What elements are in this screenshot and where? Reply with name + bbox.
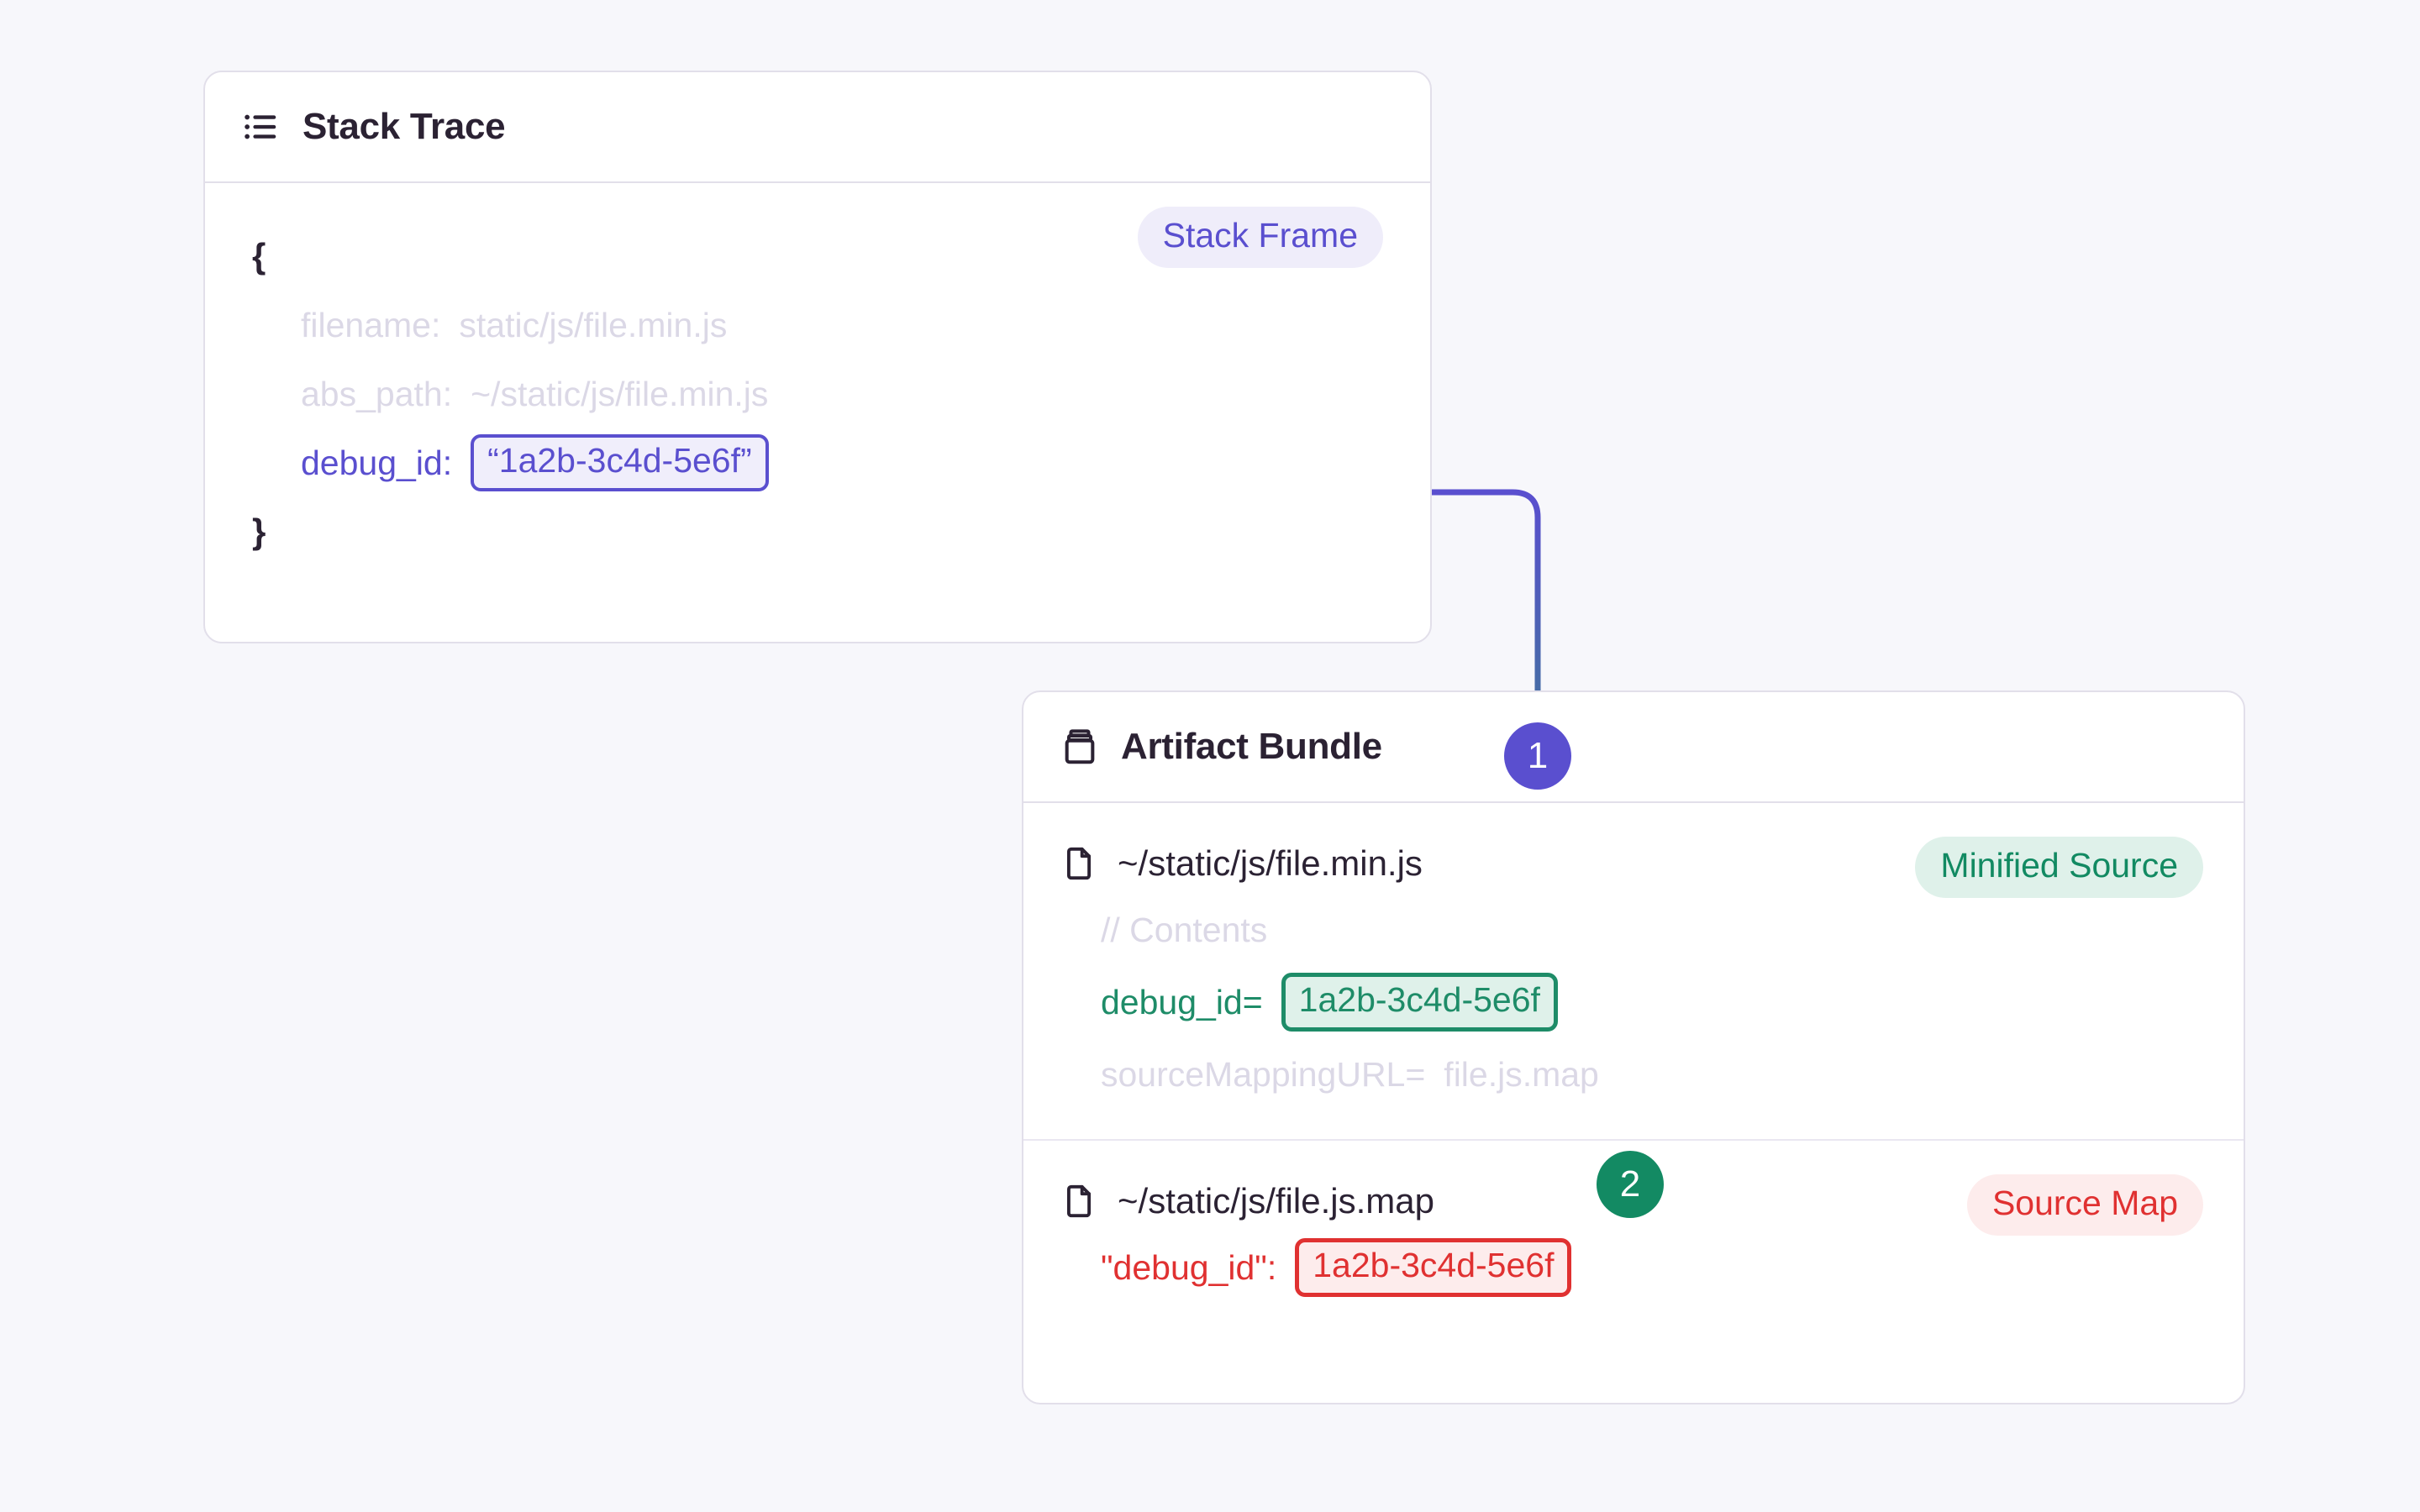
stack-trace-card: Stack Trace Stack Frame { filename: stat…	[203, 71, 1432, 643]
artifact-filename-js-map: ~/static/js/file.js.map	[1023, 1171, 2244, 1231]
artifact-filename-label: ~/static/js/file.min.js	[1118, 843, 1423, 883]
jar-icon	[1060, 727, 1099, 766]
file-icon	[1060, 1183, 1097, 1220]
bundle-line-debug-id-value: 1a2b-3c4d-5e6f	[1281, 973, 1558, 1032]
bundle-line-debug-id-key: debug_id=	[1101, 983, 1263, 1021]
artifact-bundle-card: Artifact Bundle Minified Source ~/static…	[1022, 690, 2245, 1404]
status-badge-stack-frame: Stack Frame	[1137, 207, 1383, 268]
step-badge-2: 2	[1597, 1151, 1664, 1218]
field-filename-value: static/js/file.min.js	[459, 306, 728, 344]
bundle-line-sourcemappingurl-key: sourceMappingURL=	[1101, 1055, 1426, 1094]
bundle-line-sourcemappingurl-value: file.js.map	[1444, 1055, 1599, 1094]
field-debug-id-value: “1a2b-3c4d-5e6f”	[471, 434, 769, 491]
json-open-brace: {	[252, 236, 266, 276]
field-filename: filename: static/js/file.min.js	[205, 291, 1430, 360]
stack-trace-header: Stack Trace	[205, 72, 1430, 183]
field-filename-key: filename:	[301, 306, 441, 344]
field-abs-path-key: abs_path:	[301, 375, 453, 413]
field-debug-id-key: debug_id:	[301, 444, 453, 482]
list-item: Source Map ~/static/js/file.js.map "debu…	[1023, 1139, 2244, 1332]
bundle-line-contents: // Contents	[1023, 894, 2244, 966]
sourcemap-line-debug-id: "debug_id": 1a2b-3c4d-5e6f	[1023, 1231, 2244, 1304]
field-abs-path-value: ~/static/js/file.min.js	[471, 375, 769, 413]
artifact-filename-label: ~/static/js/file.js.map	[1118, 1181, 1434, 1221]
list-icon	[242, 108, 281, 146]
status-badge-source-map: Source Map	[1966, 1174, 2203, 1236]
sourcemap-line-debug-id-key: "debug_id":	[1101, 1248, 1277, 1287]
stack-trace-body: Stack Frame { filename: static/js/file.m…	[205, 183, 1430, 566]
sourcemap-line-debug-id-value: 1a2b-3c4d-5e6f	[1295, 1238, 1572, 1297]
list-item: Minified Source ~/static/js/file.min.js …	[1023, 803, 2244, 1139]
artifact-bundle-body: Minified Source ~/static/js/file.min.js …	[1023, 803, 2244, 1332]
status-badge-minified-source: Minified Source	[1915, 837, 2203, 898]
file-icon	[1060, 845, 1097, 882]
page-title: Stack Trace	[302, 106, 506, 147]
json-close-brace: }	[252, 512, 266, 551]
field-abs-path: abs_path: ~/static/js/file.min.js	[205, 360, 1430, 428]
artifact-bundle-header: Artifact Bundle	[1023, 692, 2244, 803]
field-debug-id: debug_id: “1a2b-3c4d-5e6f”	[205, 428, 1430, 497]
bundle-line-contents-key: // Contents	[1101, 911, 1268, 949]
step-badge-1: 1	[1504, 722, 1571, 790]
artifact-filename-min-js: ~/static/js/file.min.js	[1023, 833, 2244, 894]
artifact-bundle-title: Artifact Bundle	[1121, 726, 1382, 767]
bundle-line-sourcemappingurl: sourceMappingURL= file.js.map	[1023, 1038, 2244, 1110]
bundle-line-debug-id: debug_id= 1a2b-3c4d-5e6f	[1023, 966, 2244, 1038]
